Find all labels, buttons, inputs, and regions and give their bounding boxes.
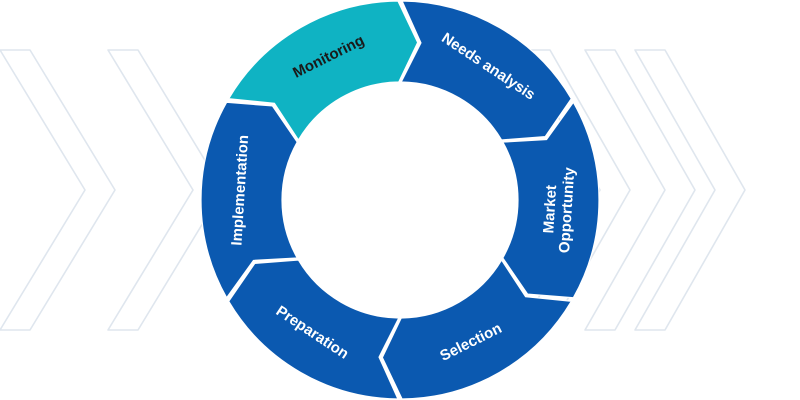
segment-implementation (200, 101, 299, 299)
cycle-ring (200, 0, 600, 400)
segment-preparation (227, 259, 400, 400)
label-line: Market (540, 185, 560, 234)
segment-needs-analysis (400, 0, 573, 141)
label-implementation: Implementation (228, 134, 252, 246)
label-line: Implementation (228, 134, 252, 246)
background-chevron (0, 49, 116, 331)
background-chevrons (0, 49, 746, 331)
label-market-opportunity: MarketOpportunity (539, 165, 578, 253)
segment-selection (381, 258, 573, 400)
segment-monitoring (227, 0, 419, 142)
background-chevron (107, 49, 224, 331)
background-chevron (584, 49, 696, 331)
background-chevron (634, 49, 746, 331)
segment-market-opportunity (501, 101, 600, 299)
label-line: Opportunity (556, 166, 578, 253)
